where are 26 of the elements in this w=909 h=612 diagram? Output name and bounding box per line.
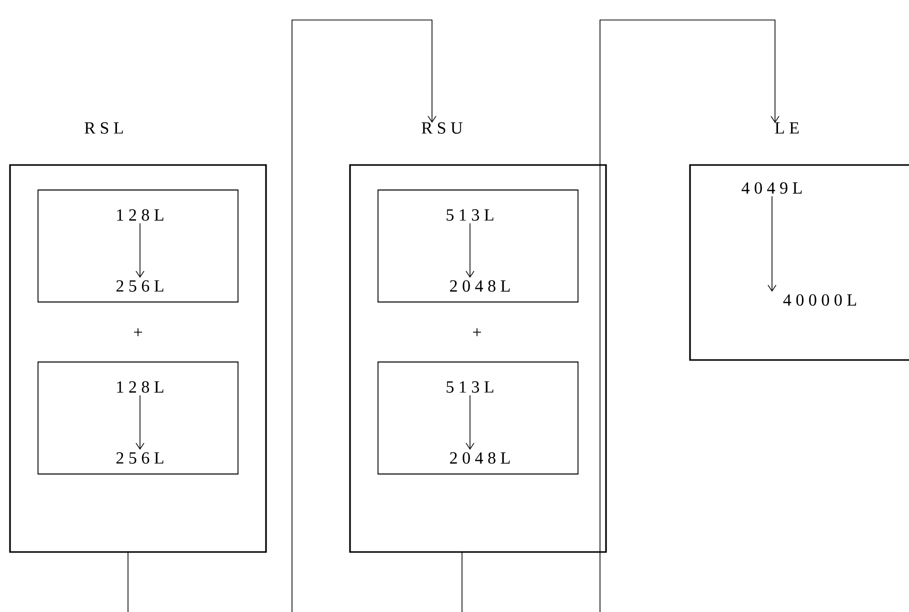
inner-box — [378, 190, 578, 302]
volume-text: 1 2 8 L — [117, 209, 164, 221]
volume-text: 2 5 6 L — [116, 452, 164, 464]
volume-text: 2 5 6 L — [116, 280, 164, 292]
inner-box — [378, 362, 578, 474]
connector-arrow — [292, 20, 436, 612]
arrow — [136, 394, 144, 450]
heading: R S U — [422, 122, 462, 134]
volume-text: 4 0 4 9 L — [742, 182, 802, 194]
heading: R S L — [84, 122, 123, 134]
inner-box — [38, 190, 238, 302]
connector-arrow — [600, 20, 780, 612]
arrow — [136, 222, 144, 278]
inner-box — [38, 362, 238, 474]
plus-sign: + — [473, 328, 481, 336]
plus-sign: + — [134, 328, 142, 336]
heading: L E — [774, 122, 799, 134]
volume-text: 4 0 0 0 0 L — [783, 294, 856, 306]
volume-text: 5 1 3 L — [446, 381, 494, 393]
arrow — [768, 196, 776, 292]
volume-text: 2 0 4 8 L — [450, 280, 510, 292]
volume-text: 5 1 3 L — [446, 209, 494, 221]
arrow — [466, 222, 474, 278]
arrow — [466, 394, 474, 450]
volume-text: 1 2 8 L — [117, 381, 164, 393]
volume-text: 2 0 4 8 L — [450, 452, 510, 464]
